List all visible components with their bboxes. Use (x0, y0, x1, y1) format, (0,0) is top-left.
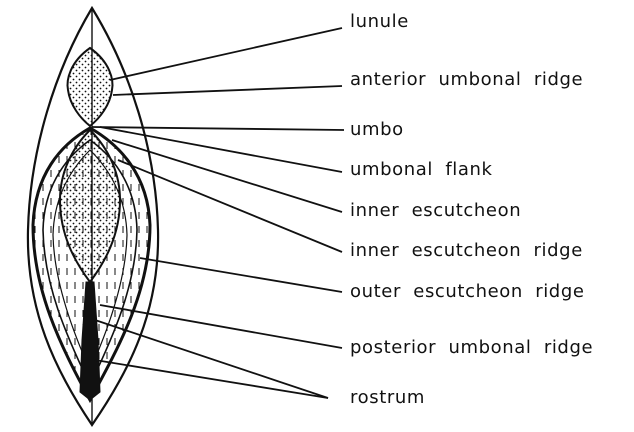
leader-umbonal-flank (100, 127, 342, 172)
label-inner-escutcheon: inner escutcheon (350, 202, 521, 220)
leader-lunule (110, 28, 342, 80)
label-lunule: lunule (350, 13, 409, 31)
label-anterior-umbonal-ridge: anterior umbonal ridge (350, 71, 583, 89)
leader-umbo (92, 127, 344, 130)
leader-outer-escutcheon-ridge (140, 258, 342, 292)
leader-anterior-umbonal-ridge (113, 86, 342, 95)
label-outer-escutcheon-ridge: outer escutcheon ridge (350, 283, 585, 301)
label-umbonal-flank: umbonal flank (350, 161, 493, 179)
leader-rostrum-b (95, 360, 328, 398)
leader-inner-escutcheon-ridge (118, 160, 342, 252)
label-rostrum: rostrum (350, 389, 425, 407)
label-posterior-umbonal-ridge: posterior umbonal ridge (350, 339, 593, 357)
label-umbo: umbo (350, 121, 404, 139)
lunule-shape (68, 48, 113, 126)
leader-posterior-umbonal-ridge (100, 305, 342, 348)
label-inner-escutcheon-ridge: inner escutcheon ridge (350, 242, 583, 260)
